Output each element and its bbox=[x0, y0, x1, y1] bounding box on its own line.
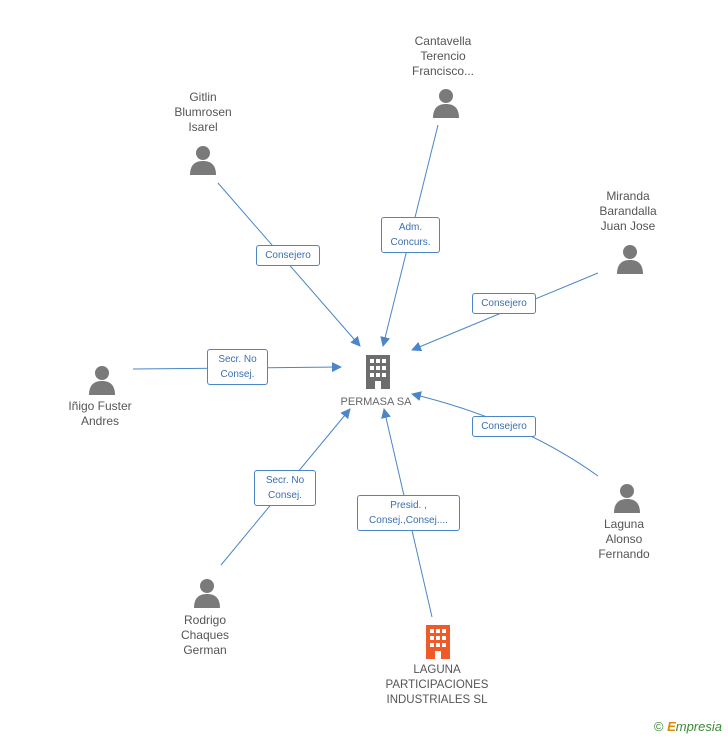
role-line: Concurs. bbox=[390, 237, 431, 248]
label-line: Terencio bbox=[420, 49, 466, 63]
label-line: Laguna bbox=[603, 517, 645, 531]
label-line: Cantavella bbox=[414, 34, 472, 48]
label-line: Barandalla bbox=[599, 204, 657, 218]
label-line: Iñigo Fuster bbox=[68, 399, 132, 413]
label-line: Fernando bbox=[598, 547, 650, 561]
role-line: Secr. No bbox=[218, 354, 257, 365]
person-icon[interactable] bbox=[432, 88, 460, 118]
label-line: Juan Jose bbox=[600, 219, 656, 233]
label-line: Isarel bbox=[188, 120, 218, 134]
company-label[interactable]: LAGUNA PARTICIPACIONES INDUSTRIALES SL bbox=[362, 663, 512, 708]
edge-role-company[interactable]: Presid. , Consej.,Consej.... bbox=[357, 495, 460, 531]
label-line: LAGUNA bbox=[413, 664, 461, 676]
label-line: INDUSTRIALES SL bbox=[386, 694, 488, 706]
person-icon[interactable] bbox=[193, 578, 221, 608]
person-label-rodrigo[interactable]: Rodrigo Chaques German bbox=[155, 613, 255, 658]
role-line: Consej. bbox=[220, 369, 255, 380]
edge-role-inigo[interactable]: Secr. No Consej. bbox=[207, 349, 268, 385]
role-line: Consej.,Consej.... bbox=[369, 515, 448, 526]
person-icon[interactable] bbox=[88, 365, 116, 395]
label-line: Blumrosen bbox=[174, 105, 232, 119]
role-line: Consejero bbox=[481, 421, 527, 432]
edge-role-laguna-alonso[interactable]: Consejero bbox=[472, 416, 536, 437]
person-icon[interactable] bbox=[616, 244, 644, 274]
role-line: Presid. , bbox=[390, 500, 427, 511]
edge-role-gitlin[interactable]: Consejero bbox=[256, 245, 320, 266]
role-line: Secr. No bbox=[265, 475, 305, 486]
copyright-icon: © bbox=[653, 719, 664, 734]
label-line: Rodrigo bbox=[183, 613, 227, 627]
role-line: Adm. bbox=[398, 222, 423, 233]
edge-role-cantavella[interactable]: Adm. Concurs. bbox=[381, 217, 440, 253]
label-line: German bbox=[183, 643, 227, 657]
person-icon[interactable] bbox=[613, 483, 641, 513]
person-label-inigo[interactable]: Iñigo Fuster Andres bbox=[50, 399, 150, 429]
label-line: Chaques bbox=[180, 628, 230, 642]
label-line: Gitlin bbox=[189, 90, 217, 104]
role-line: Consejero bbox=[481, 298, 527, 309]
brand-name: mpresia bbox=[675, 719, 722, 734]
person-label-gitlin[interactable]: Gitlin Blumrosen Isarel bbox=[153, 90, 253, 135]
person-icon[interactable] bbox=[189, 145, 217, 175]
label-line: Alonso bbox=[605, 532, 643, 546]
edge-role-rodrigo[interactable]: Secr. No Consej. bbox=[254, 470, 316, 506]
label-line: Francisco... bbox=[411, 64, 474, 78]
company-building-icon[interactable] bbox=[424, 625, 452, 659]
person-label-laguna-alonso[interactable]: Laguna Alonso Fernando bbox=[574, 517, 674, 562]
center-company-label[interactable]: PERMASA SA bbox=[340, 396, 412, 408]
copyright-mark: © Empresia bbox=[654, 719, 722, 734]
person-label-cantavella[interactable]: Cantavella Terencio Francisco... bbox=[393, 34, 493, 79]
role-line: Consej. bbox=[268, 490, 302, 501]
center-building-icon[interactable] bbox=[364, 355, 392, 389]
brand-initial: E bbox=[667, 719, 676, 734]
role-line: Consejero bbox=[265, 250, 311, 261]
person-label-miranda[interactable]: Miranda Barandalla Juan Jose bbox=[578, 189, 678, 234]
label-line: Andres bbox=[80, 414, 120, 428]
edge-role-miranda[interactable]: Consejero bbox=[472, 293, 536, 314]
label-line: Miranda bbox=[606, 189, 650, 203]
label-line: PARTICIPACIONES bbox=[385, 679, 489, 691]
